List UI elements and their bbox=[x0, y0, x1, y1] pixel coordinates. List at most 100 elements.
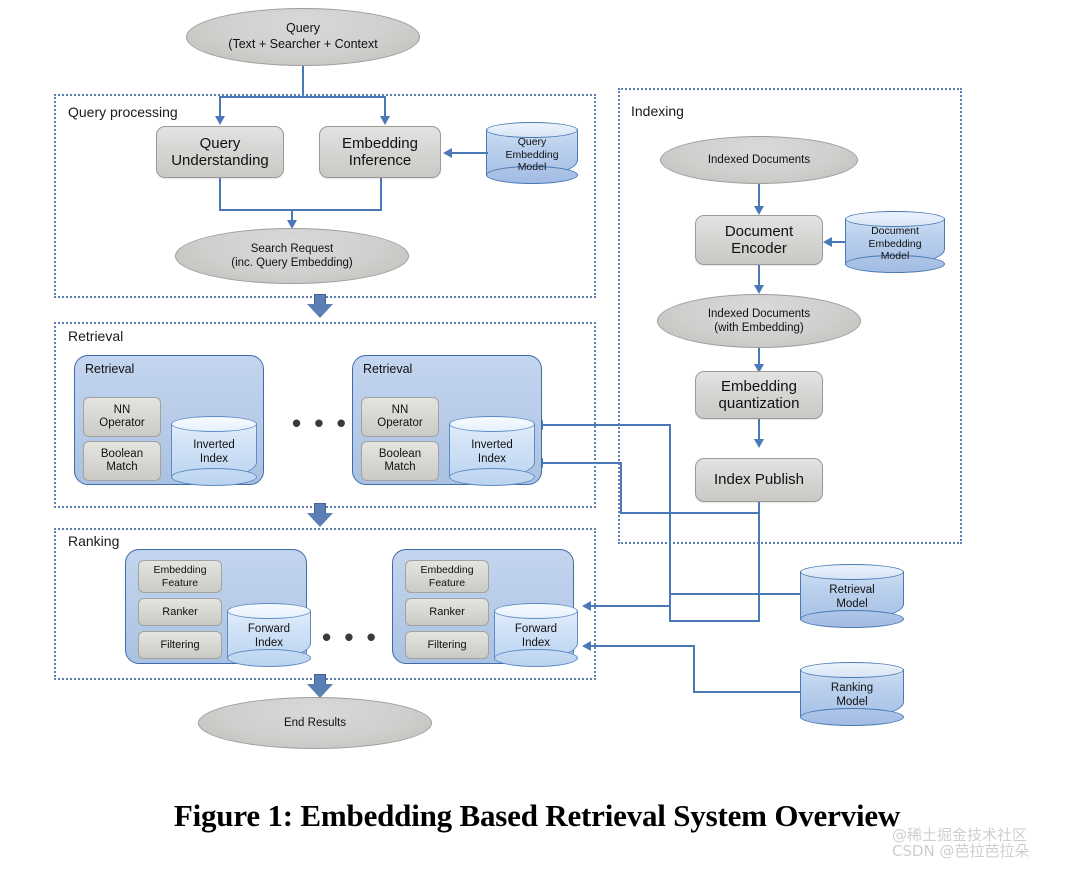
arrowhead-quant-to-publish bbox=[753, 439, 764, 448]
ranking-shard-1-forward-index: Forward Index bbox=[227, 603, 311, 667]
section-query-processing-label: Query processing bbox=[68, 104, 178, 120]
end-results-line1: End Results bbox=[283, 716, 346, 729]
connector-branch-b-return bbox=[620, 512, 759, 514]
indexed-documents-line1: Indexed Documents bbox=[707, 153, 811, 166]
retrieval-model-cylinder: Retrieval Model bbox=[800, 564, 904, 628]
embedding-quantization-box: Embedding quantization bbox=[695, 371, 823, 419]
query-understanding-line2: Understanding bbox=[171, 152, 269, 169]
indexed-documents-embedding-line2: (with Embedding) bbox=[714, 322, 804, 334]
forward-index-line2: Index bbox=[254, 637, 284, 649]
cylinder-bottom-cap bbox=[486, 166, 578, 184]
section-indexing-label: Indexing bbox=[631, 103, 684, 119]
inverted-index-line2: Index bbox=[477, 453, 507, 465]
index-publish-line1: Index Publish bbox=[713, 471, 805, 489]
embedding-feature-line1: Embedding bbox=[153, 564, 207, 577]
arrowhead-idocsemb-to-quant bbox=[753, 364, 764, 373]
query-understanding-line1: Query bbox=[199, 134, 241, 152]
connector-branch-c-vert bbox=[669, 605, 671, 621]
boolean-match-line1: Boolean bbox=[378, 447, 422, 460]
query-embedding-model-line2: Embedding bbox=[505, 148, 559, 161]
retrieval-shard-1-inverted-index: Inverted Index bbox=[171, 416, 257, 486]
retrieval-shard-2-boolean-match: Boolean Match bbox=[361, 441, 439, 481]
inverted-index-line1: Inverted bbox=[471, 439, 513, 452]
boolean-match-line2: Match bbox=[384, 461, 416, 473]
retrieval-shard-1-title: Retrieval bbox=[85, 362, 135, 376]
connector-branch-d-horiz bbox=[590, 645, 694, 647]
ranking-ellipsis: • • • bbox=[322, 622, 379, 652]
document-embedding-model-cylinder: Document Embedding Model bbox=[845, 211, 945, 273]
embedding-quantization-line2: quantization bbox=[718, 395, 800, 412]
document-embedding-model-line2: Embedding bbox=[868, 237, 922, 250]
document-encoder-line2: Encoder bbox=[731, 240, 787, 257]
arrowhead-qem-to-ei bbox=[443, 147, 452, 158]
search-request-line1: Search Request bbox=[250, 242, 334, 255]
ranking-model-cylinder: Ranking Model bbox=[800, 662, 904, 726]
connector-ei-down bbox=[380, 178, 382, 210]
ranker-label: Ranker bbox=[429, 605, 465, 618]
ranker-label: Ranker bbox=[162, 605, 198, 618]
ranking-shard-1: Embedding Feature Ranker Filtering Forwa… bbox=[125, 549, 311, 667]
watermark-line2: CSDN @芭拉芭拉朵 bbox=[892, 841, 1030, 860]
ranking-model-line1: Ranking bbox=[830, 682, 874, 695]
boolean-match-line1: Boolean bbox=[100, 447, 144, 460]
connector-publish-trunk bbox=[758, 502, 760, 620]
figure-caption: Figure 1: Embedding Based Retrieval Syst… bbox=[173, 798, 901, 833]
connector-encoder-down bbox=[758, 265, 760, 287]
index-publish-box: Index Publish bbox=[695, 458, 823, 502]
embedding-inference-line1: Embedding bbox=[342, 134, 418, 152]
connector-to-qu bbox=[219, 96, 221, 118]
ranking-shard-2-ranker: Ranker bbox=[405, 598, 489, 626]
inverted-index-line2: Index bbox=[199, 453, 229, 465]
query-ellipse-line1: Query bbox=[285, 21, 321, 36]
nn-operator-line1: NN bbox=[113, 403, 131, 416]
ranking-shard-2-embedding-feature: Embedding Feature bbox=[405, 560, 489, 593]
connector-down-search-request bbox=[291, 209, 293, 222]
section-retrieval-label: Retrieval bbox=[68, 328, 124, 344]
ranking-shard-2-forward-index: Forward Index bbox=[494, 603, 578, 667]
retrieval-shard-2-nn-operator: NN Operator bbox=[361, 397, 439, 437]
connector-branch-c-horiz bbox=[590, 605, 670, 607]
nn-operator-line2: Operator bbox=[99, 417, 145, 429]
embedding-inference-line2: Inference bbox=[348, 152, 412, 169]
document-embedding-model-line1: Document bbox=[871, 225, 919, 238]
arrowhead-idocs-to-encoder bbox=[753, 206, 764, 215]
connector-branch-b-vert bbox=[620, 462, 622, 513]
query-ellipse-line2: (Text + Searcher + Context bbox=[228, 37, 378, 51]
embedding-feature-line1: Embedding bbox=[420, 564, 474, 577]
arrowhead-publish-to-forward-index-b bbox=[582, 640, 591, 651]
search-request-line2: (inc. Query Embedding) bbox=[231, 257, 353, 269]
search-request-ellipse: Search Request (inc. Query Embedding) bbox=[175, 228, 409, 284]
end-results-ellipse: End Results bbox=[198, 697, 432, 749]
query-embedding-model-line3: Model bbox=[517, 161, 547, 174]
retrieval-shard-1-boolean-match: Boolean Match bbox=[83, 441, 161, 481]
ranking-shard-1-embedding-feature: Embedding Feature bbox=[138, 560, 222, 593]
retrieval-ellipsis: • • • bbox=[292, 408, 349, 438]
connector-dem-to-encoder bbox=[832, 241, 846, 243]
section-ranking-label: Ranking bbox=[68, 533, 120, 549]
cylinder-top-cap bbox=[486, 122, 578, 138]
ranking-shard-2: Embedding Feature Ranker Filtering Forwa… bbox=[392, 549, 578, 667]
section-indexing bbox=[618, 88, 962, 544]
arrowhead-to-search-request bbox=[286, 220, 297, 229]
retrieval-shard-1-nn-operator: NN Operator bbox=[83, 397, 161, 437]
embedding-feature-line2: Feature bbox=[161, 576, 199, 589]
retrieval-model-line2: Model bbox=[836, 598, 868, 610]
watermark: @稀土掘金技术社区 CSDN @芭拉芭拉朵 bbox=[892, 826, 1030, 861]
inverted-index-line1: Inverted bbox=[193, 439, 235, 452]
forward-index-line2: Index bbox=[521, 637, 551, 649]
arrowhead-to-query-understanding bbox=[214, 116, 225, 125]
retrieval-shard-1: Retrieval NN Operator Boolean Match Inve… bbox=[74, 355, 264, 486]
block-arrow-retrieval-to-ranking bbox=[307, 503, 333, 529]
retrieval-shard-2-title: Retrieval bbox=[363, 362, 413, 376]
connector-to-ei bbox=[384, 96, 386, 118]
document-embedding-model-line3: Model bbox=[880, 250, 910, 263]
query-embedding-model-cylinder: Query Embedding Model bbox=[486, 122, 578, 184]
connector-qem-to-ei bbox=[452, 152, 488, 154]
retrieval-model-line1: Retrieval bbox=[829, 584, 875, 597]
arrowhead-publish-to-forward-index-a bbox=[582, 600, 591, 611]
document-encoder-box: Document Encoder bbox=[695, 215, 823, 265]
connector-branch-a-horiz bbox=[542, 424, 671, 426]
connector-query-split bbox=[219, 96, 385, 98]
connector-ranking-model-link bbox=[693, 691, 804, 693]
